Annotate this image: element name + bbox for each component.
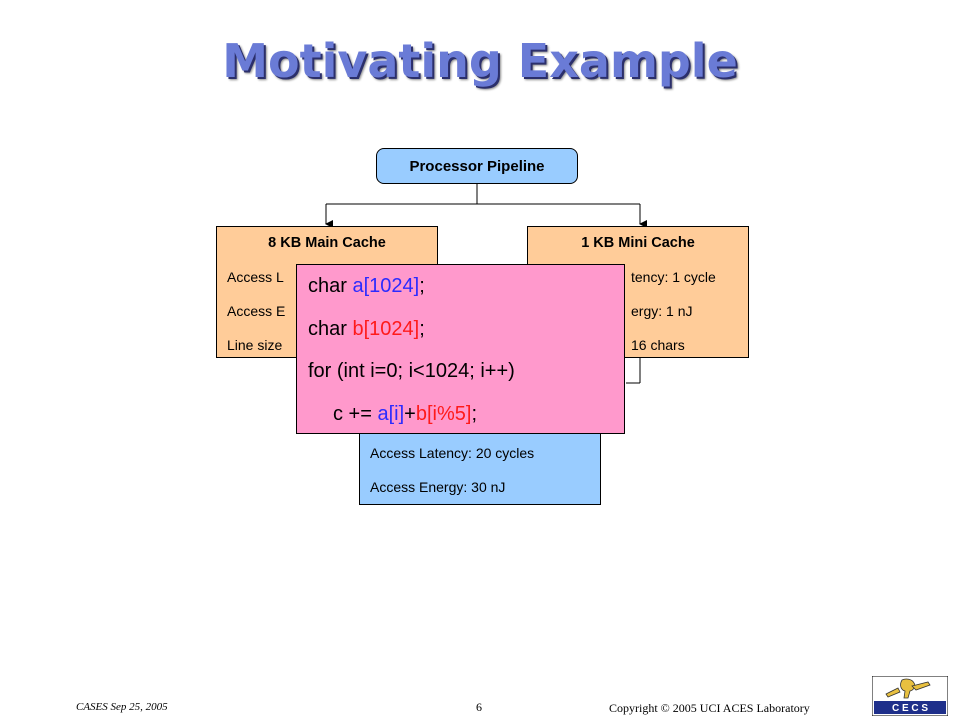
main-cache-line-2: Access E xyxy=(227,303,286,319)
code-line-4: c += a[i]+b[i%5]; xyxy=(333,403,477,426)
footer-conference: CASES Sep 25, 2005 xyxy=(76,701,168,713)
code-snippet-box: char a[1024]; char b[1024]; for (int i=0… xyxy=(296,264,625,434)
memory-line-2: Access Energy: 30 nJ xyxy=(370,479,506,495)
mini-cache-line-2: ergy: 1 nJ xyxy=(631,303,693,319)
code-keyword: char xyxy=(308,318,353,340)
mini-cache-line-3: 16 chars xyxy=(631,337,685,353)
code-semicolon: ; xyxy=(419,318,425,340)
code-var-a-decl: a[1024] xyxy=(352,275,420,297)
footer-page-number: 6 xyxy=(476,700,482,714)
code-plus: + xyxy=(404,403,416,425)
cecs-logo: C E C S xyxy=(871,675,949,717)
code-var-b-decl: b[1024] xyxy=(352,318,420,340)
code-semicolon: ; xyxy=(419,275,425,297)
code-accumulate: c += xyxy=(333,403,378,425)
code-var-a-use: a[i] xyxy=(377,403,405,425)
mini-cache-title: 1 KB Mini Cache xyxy=(581,235,695,251)
main-cache-line-3: Line size xyxy=(227,337,283,353)
memory-line-1: Access Latency: 20 cycles xyxy=(370,445,535,461)
code-keyword: char xyxy=(308,275,353,297)
footer-copyright: Copyright © 2005 UCI ACES Laboratory xyxy=(609,701,810,715)
slide-title: Motivating Example xyxy=(222,34,738,88)
mini-cache-line-1: tency: 1 cycle xyxy=(631,269,716,285)
code-line-3: for (int i=0; i<1024; i++) xyxy=(308,360,515,382)
logo-text: C E C S xyxy=(892,703,928,714)
main-cache-line-1: Access L xyxy=(227,269,284,285)
code-var-b-use: b[i%5] xyxy=(415,403,472,425)
processor-pipeline-box: Processor Pipeline xyxy=(376,148,578,184)
code-line-1: char a[1024]; xyxy=(308,275,425,298)
main-cache-title: 8 KB Main Cache xyxy=(268,235,386,251)
code-line-2: char b[1024]; xyxy=(308,318,425,341)
code-semicolon: ; xyxy=(471,403,478,425)
